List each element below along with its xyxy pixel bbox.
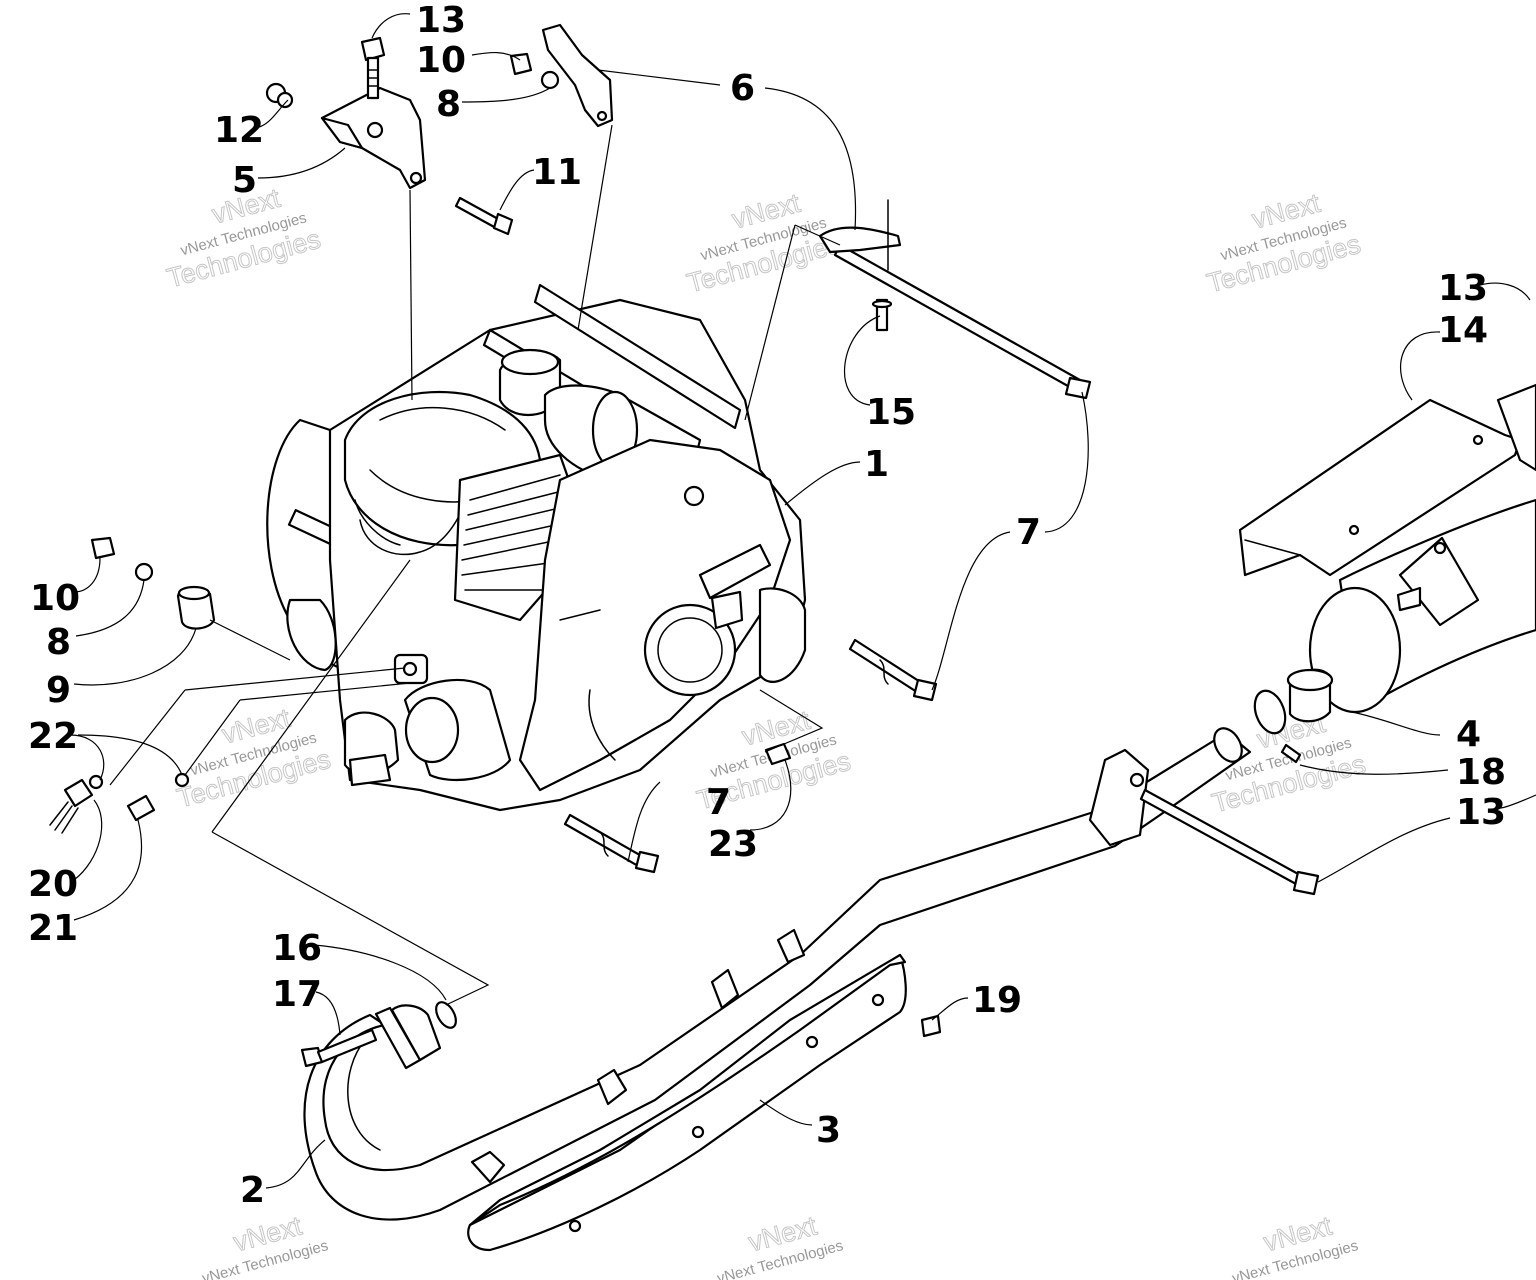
gasket-16 [435,1001,457,1029]
watermark-top-right: vNext vNext Technologies Technologies [1203,187,1364,299]
leader-lines [69,13,1536,1189]
callout-5: 5 [232,160,257,201]
watermark-bottom-left: vNext vNext Technologies [200,1210,330,1280]
heat-shield-14 [1238,383,1536,577]
bolt-7-lower [563,813,660,874]
callout-1: 1 [864,444,889,485]
callout-7-right: 7 [1016,512,1041,553]
engine-mount-bracket [320,86,427,190]
callouts: 13 10 8 12 5 11 6 15 1 7 13 14 10 8 9 22… [28,0,1506,1211]
callout-16: 16 [272,928,322,969]
callout-17: 17 [272,974,322,1015]
callout-20: 20 [28,864,78,905]
nut-12 [265,82,294,109]
callout-22: 22 [28,716,78,757]
callout-2: 2 [240,1170,265,1211]
watermark-bottom-right: vNext vNext Technologies [1230,1210,1360,1280]
bolt-13-right [1139,788,1320,896]
callout-14: 14 [1438,310,1488,351]
callout-4: 4 [1456,714,1481,755]
callout-8-left: 8 [46,622,71,663]
callout-13-top: 13 [416,0,466,41]
callout-6: 6 [730,68,755,109]
callout-10-left: 10 [30,578,80,619]
bracket-6 [541,23,614,128]
callout-7-lower: 7 [706,782,731,823]
callout-23: 23 [708,824,758,865]
watermark-top-center: vNext vNext Technologies Technologies [683,187,844,299]
callout-21: 21 [28,908,78,949]
heat-guard-3 [467,953,907,1252]
callout-9: 9 [46,670,71,711]
engine-assembly [266,283,807,812]
bolt-11 [454,196,514,236]
callout-13-right-bottom: 13 [1456,792,1506,833]
bolt-13-top [360,36,386,100]
nut-10-left [90,536,116,560]
callout-11: 11 [532,152,582,193]
callout-10-top: 10 [416,40,466,81]
watermark-bottom-center: vNext vNext Technologies [715,1210,845,1280]
bolt-7-right [848,638,938,702]
sensor-21 [126,772,190,822]
washer-8-left [134,562,154,582]
callout-15: 15 [866,392,916,433]
spacer-9 [176,585,216,630]
callout-8-top: 8 [436,84,461,125]
callout-12: 12 [214,110,264,151]
sensor-20 [49,774,104,834]
watermark-mid-left: vNext vNext Technologies Technologies [173,702,334,814]
callout-18: 18 [1456,752,1506,793]
long-bolt-15 [818,199,1092,400]
callout-13-right-top: 13 [1438,268,1488,309]
clamp-18 [1253,689,1302,764]
screw-19 [920,1014,942,1038]
callout-19: 19 [972,980,1022,1021]
exhaust-pipe-2 [303,727,1252,1221]
muffler-4 [1286,498,1536,723]
bolt-17 [300,1028,378,1068]
callout-3: 3 [816,1110,841,1151]
